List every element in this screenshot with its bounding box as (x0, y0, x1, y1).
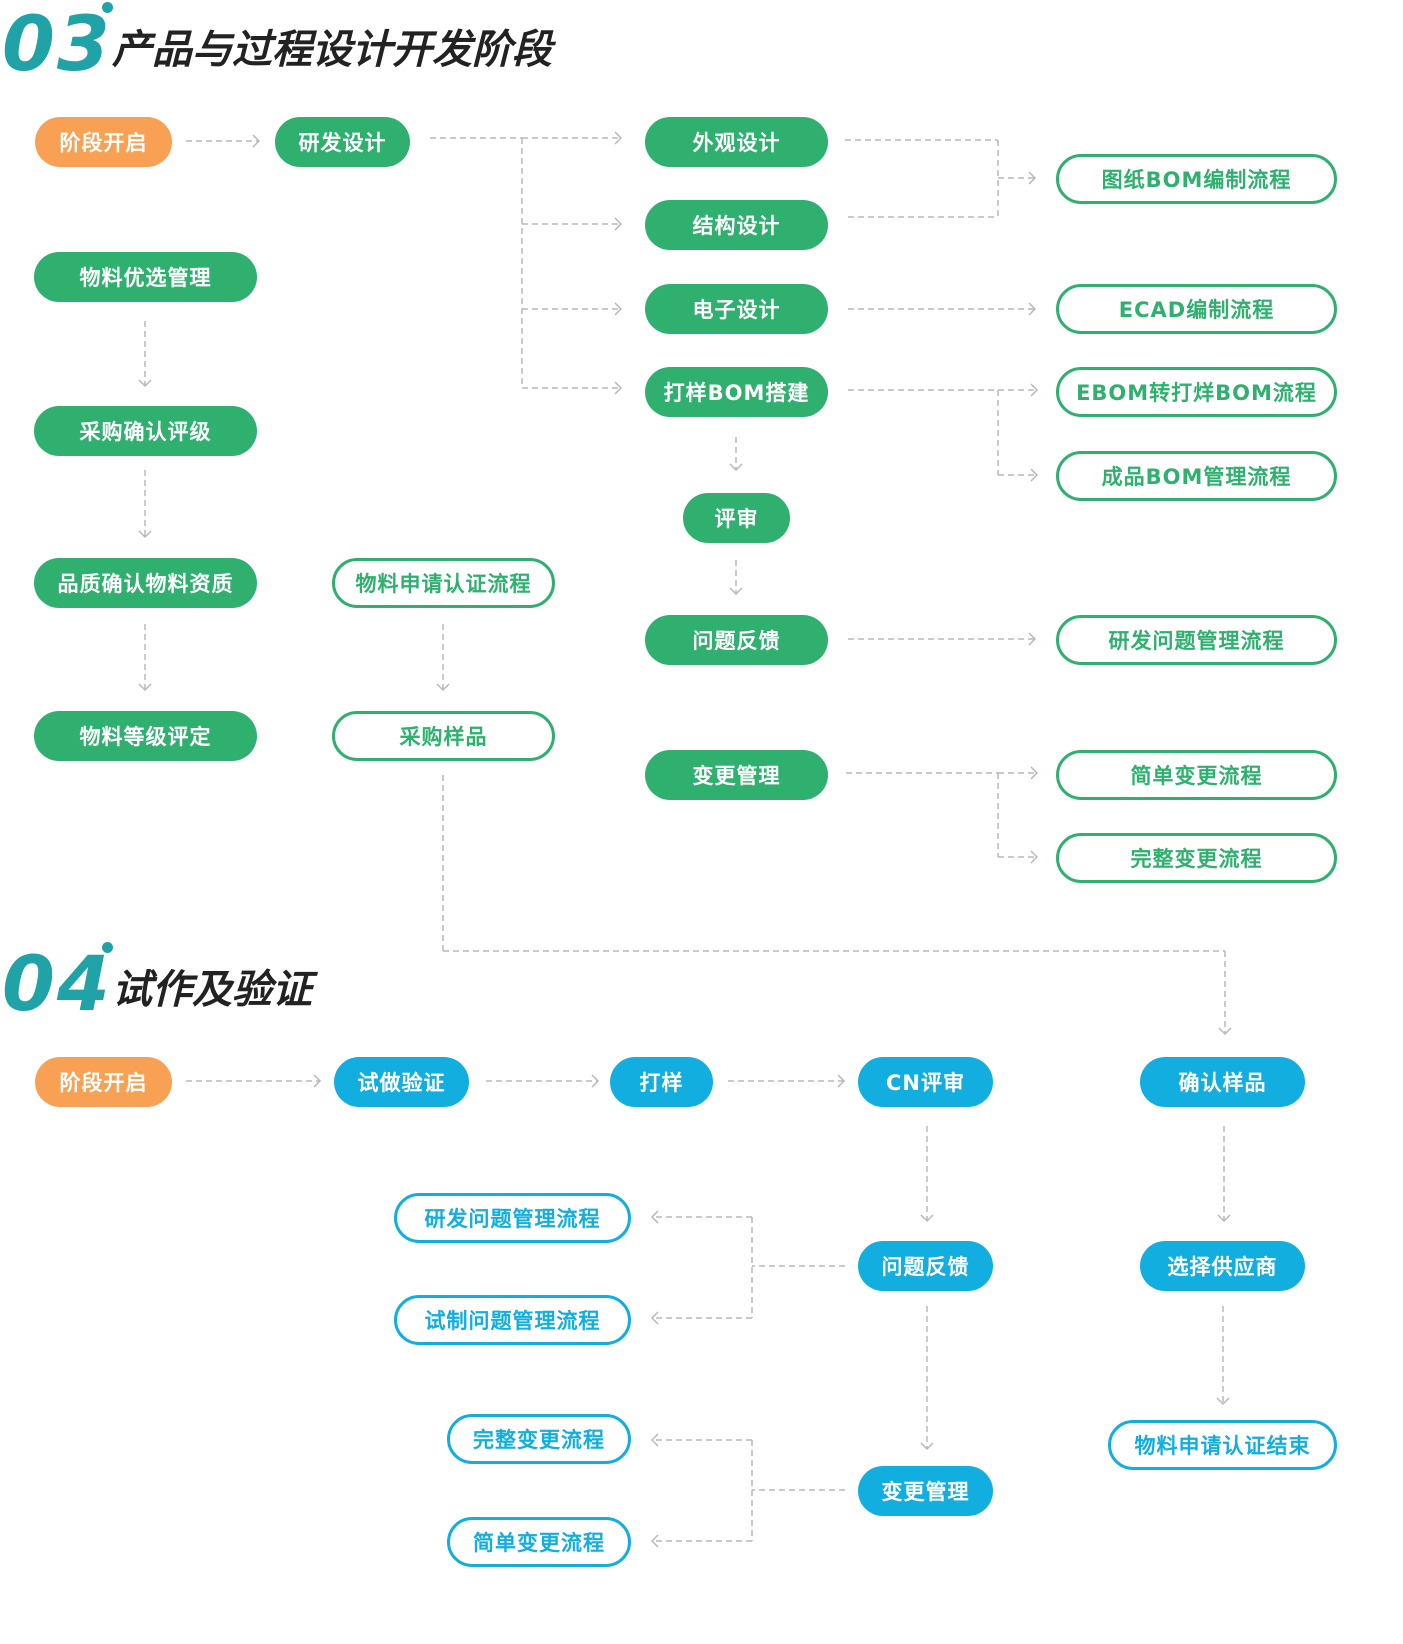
s3-full-change-process[interactable]: 完整变更流程 (1056, 833, 1337, 883)
connector-arrowhead-9 (614, 302, 623, 316)
s3-finished-bom-process[interactable]: 成品BOM管理流程 (1056, 451, 1337, 501)
connector-arrowhead-40 (138, 530, 152, 539)
s3-material-grade[interactable]: 物料等级评定 (34, 711, 257, 761)
section-04-number: 04 (2, 939, 112, 1028)
s3-rnd-issue-process[interactable]: 研发问题管理流程 (1056, 615, 1337, 665)
connector-arrowhead-16 (1028, 171, 1037, 185)
connector-arrowhead-62 (1216, 1397, 1230, 1406)
s4-trial-verify[interactable]: 试做验证 (334, 1057, 469, 1107)
connector-arrowhead-11 (614, 381, 623, 395)
connector-arrowhead-44 (436, 683, 450, 692)
s3-appearance-design[interactable]: 外观设计 (645, 117, 828, 167)
s3-issue-feedback[interactable]: 问题反馈 (645, 615, 828, 665)
s4-change-mgmt[interactable]: 变更管理 (858, 1466, 993, 1516)
s3-drawing-bom-process[interactable]: 图纸BOM编制流程 (1056, 154, 1337, 204)
section-04-title: 试作及验证 (112, 967, 312, 1013)
connector-arrowhead-24 (1030, 468, 1039, 482)
s3-simple-change-process[interactable]: 简单变更流程 (1056, 750, 1337, 800)
s3-electronic-design[interactable]: 电子设计 (645, 284, 828, 334)
connector-arrowhead-18 (1028, 302, 1037, 316)
connector-arrowhead-26 (729, 463, 743, 472)
s4-select-supplier[interactable]: 选择供应商 (1140, 1241, 1305, 1291)
connector-arrowhead-52 (591, 1074, 600, 1088)
connector-arrowhead-48 (1218, 1027, 1232, 1036)
section-03-title: 产品与过程设计开发阶段 (112, 27, 552, 73)
s3-structure-design[interactable]: 结构设计 (645, 200, 828, 250)
s4-trial-issue-process[interactable]: 试制问题管理流程 (394, 1295, 631, 1345)
s4-stage-start[interactable]: 阶段开启 (35, 1057, 172, 1107)
s4-simple-change-process[interactable]: 简单变更流程 (447, 1517, 631, 1567)
connector-arrowhead-60 (1217, 1214, 1231, 1223)
connector-arrowhead-50 (313, 1074, 322, 1088)
s3-purchase-rating[interactable]: 采购确认评级 (34, 406, 257, 456)
s3-review[interactable]: 评审 (683, 493, 790, 543)
s4-rnd-issue-process[interactable]: 研发问题管理流程 (394, 1193, 631, 1243)
section-03-dot (102, 2, 113, 13)
connector-arrowhead-7 (614, 217, 623, 231)
connector-arrowhead-21 (1030, 383, 1039, 397)
s3-proto-bom[interactable]: 打样BOM搭建 (645, 367, 828, 417)
s3-material-pref-mgmt[interactable]: 物料优选管理 (34, 252, 257, 302)
s4-issue-feedback[interactable]: 问题反馈 (858, 1241, 993, 1291)
connector-arrowhead-54 (837, 1074, 846, 1088)
connector-arrowhead-56 (920, 1214, 934, 1223)
s3-material-cert-process[interactable]: 物料申请认证流程 (332, 558, 555, 608)
connector-arrowhead-38 (138, 379, 152, 388)
s4-full-change-process[interactable]: 完整变更流程 (447, 1414, 631, 1464)
connector-arrowhead-66 (650, 1210, 659, 1224)
section-04-dot (102, 942, 113, 953)
connector-arrowhead-36 (1030, 850, 1039, 864)
s3-stage-start[interactable]: 阶段开启 (35, 117, 172, 167)
connector-arrowhead-28 (729, 587, 743, 596)
connector-arrowhead-33 (1030, 766, 1039, 780)
connector-arrowhead-42 (138, 683, 152, 692)
s4-cn-review[interactable]: CN评审 (858, 1057, 993, 1107)
connector-arrowhead-58 (920, 1442, 934, 1451)
s3-ecad-process[interactable]: ECAD编制流程 (1056, 284, 1337, 334)
s4-confirm-sample[interactable]: 确认样品 (1140, 1057, 1305, 1107)
s3-rnd-design[interactable]: 研发设计 (275, 117, 410, 167)
connector-arrowhead-1 (252, 134, 261, 148)
s3-ebom-process[interactable]: EBOM转打烊BOM流程 (1056, 367, 1337, 417)
s4-cert-end[interactable]: 物料申请认证结束 (1108, 1420, 1337, 1470)
connector-arrowhead-68 (650, 1311, 659, 1325)
connector-arrowhead-30 (1028, 632, 1037, 646)
connector-arrowhead-72 (650, 1433, 659, 1447)
s4-sampling[interactable]: 打样 (610, 1057, 713, 1107)
section-03-number: 03 (2, 0, 112, 88)
connector-arrowhead-74 (650, 1534, 659, 1548)
s3-purchase-sample[interactable]: 采购样品 (332, 711, 555, 761)
s3-change-mgmt[interactable]: 变更管理 (645, 750, 828, 800)
connector-arrowhead-4 (614, 131, 623, 145)
s3-quality-qualification[interactable]: 品质确认物料资质 (34, 558, 257, 608)
